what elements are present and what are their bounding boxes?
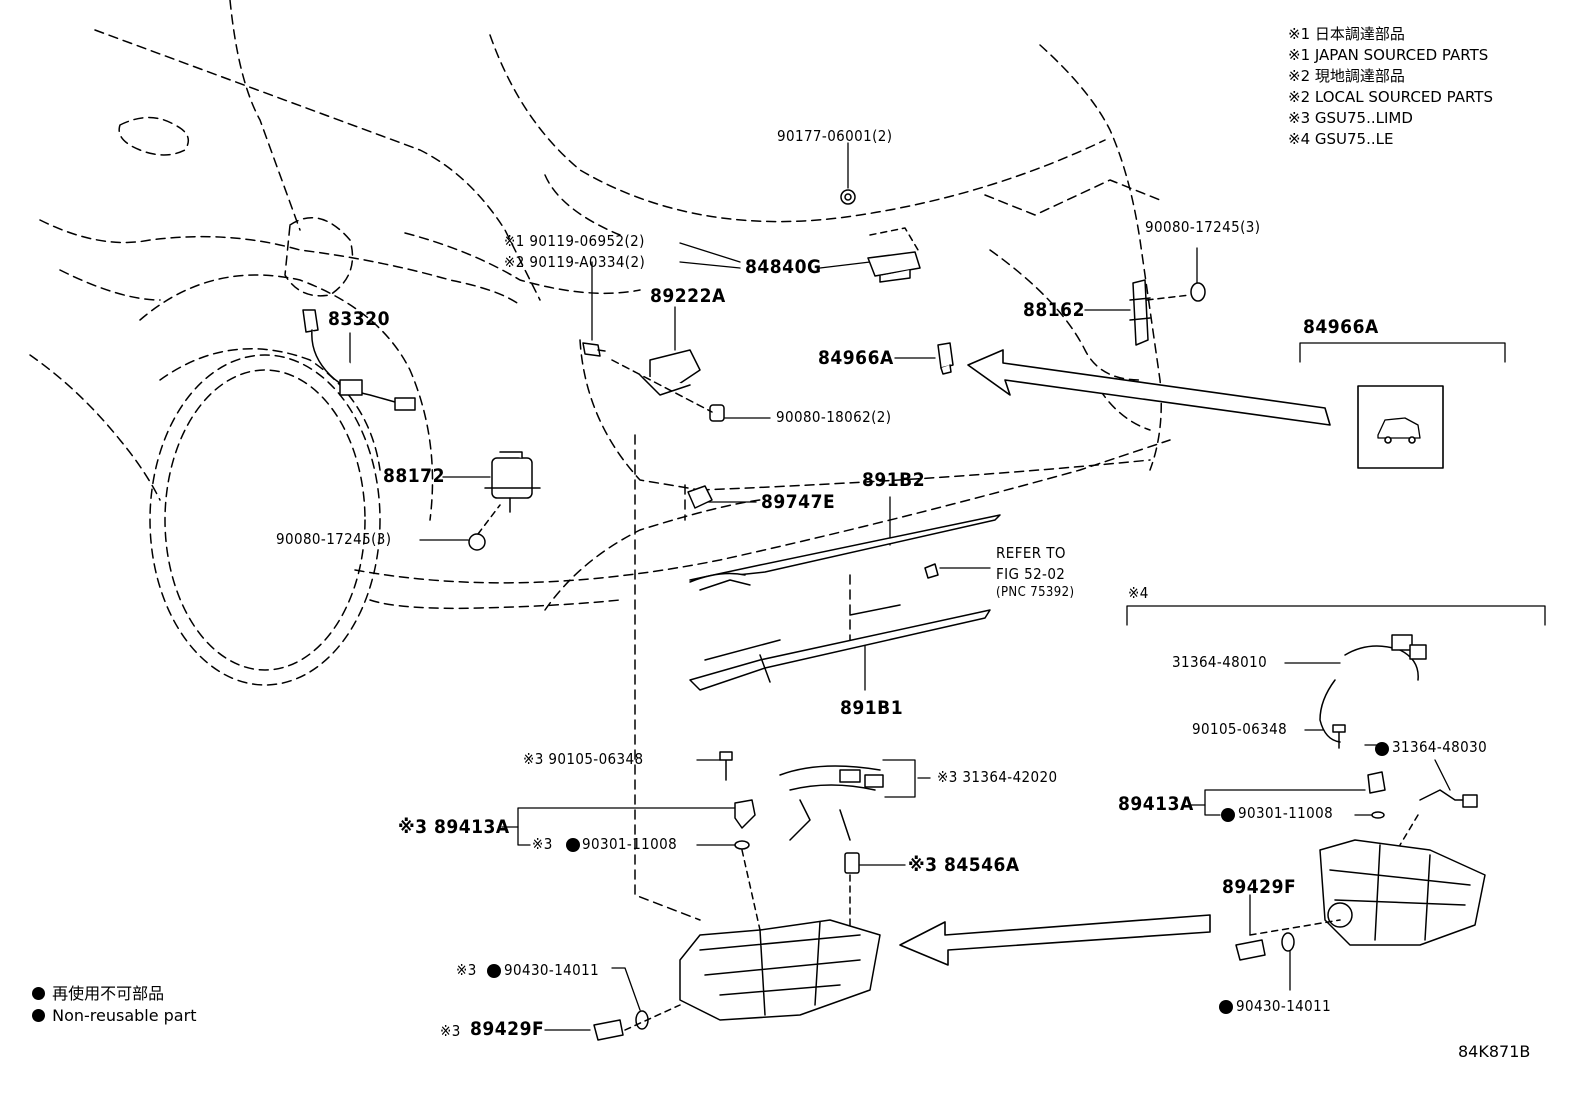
- part-89429F-right[interactable]: 89429F: [1222, 876, 1297, 898]
- part-31364-48010[interactable]: 31364-48010: [1172, 653, 1268, 671]
- part-89222A[interactable]: 89222A: [650, 285, 726, 307]
- part-90301-11008-left[interactable]: 90301-11008: [582, 835, 678, 853]
- part-90105-06348-right[interactable]: 90105-06348: [1192, 720, 1288, 738]
- part-83320[interactable]: 83320: [328, 308, 390, 330]
- part-90430-14011-left[interactable]: 90430-14011: [504, 961, 600, 979]
- part-90080-17245-right[interactable]: 90080-17245(3): [1145, 218, 1261, 236]
- pointer-arrows: [899, 349, 1331, 966]
- legend-jp-text: 再使用不可部品: [52, 984, 165, 1003]
- part-90119-A0334[interactable]: ※2 90119-A0334(2): [504, 253, 646, 271]
- footnote-1-jp: ※1 日本調達部品: [1288, 25, 1405, 43]
- note-mark-3-c: ※3: [440, 1019, 461, 1041]
- part-90105-06348-left[interactable]: ※3 90105-06348: [523, 750, 644, 768]
- vehicle-outline: [29, 0, 1171, 921]
- note-mark-3-c-text: ※3: [440, 1022, 461, 1040]
- note-mark-3-a: ※3: [532, 835, 553, 853]
- refer-line-3: (PNC 75392): [996, 585, 1075, 600]
- part-84840G[interactable]: 84840G: [745, 256, 822, 278]
- part-88162[interactable]: 88162: [1023, 299, 1085, 321]
- refer-line-2[interactable]: FIG 52-02: [996, 565, 1066, 583]
- part-90430-14011-right[interactable]: 90430-14011: [1236, 997, 1332, 1015]
- dot-icon: [32, 1009, 45, 1022]
- part-31364-48030[interactable]: 31364-48030: [1392, 738, 1488, 756]
- part-891B1[interactable]: 891B1: [840, 697, 904, 719]
- refer-line-1: REFER TO: [996, 544, 1066, 562]
- part-89429F-left[interactable]: 89429F: [470, 1018, 545, 1040]
- part-90301-11008-right[interactable]: 90301-11008: [1238, 804, 1334, 822]
- footnote-1-en: ※1 JAPAN SOURCED PARTS: [1288, 46, 1489, 64]
- part-84966A-box[interactable]: 84966A: [1303, 316, 1379, 338]
- footnote-3: ※3 GSU75..LIMD: [1288, 109, 1413, 127]
- non-reusable-dots: [487, 742, 1389, 1014]
- part-90080-18062[interactable]: 90080-18062(2): [776, 408, 892, 426]
- part-891B2[interactable]: 891B2: [862, 469, 926, 491]
- part-89747E[interactable]: 89747E: [761, 491, 836, 513]
- part-84966A[interactable]: 84966A: [818, 347, 894, 369]
- part-84546A[interactable]: ※3 84546A: [908, 854, 1020, 876]
- switch-symbol-box: [1357, 385, 1444, 469]
- note-mark-4: ※4: [1128, 584, 1149, 602]
- legend-en-text: Non-reusable part: [52, 1006, 197, 1025]
- part-90080-17245-left[interactable]: 90080-17245(3): [276, 530, 392, 548]
- part-89413A-left[interactable]: ※3 89413A: [398, 816, 510, 838]
- part-89413A-right[interactable]: 89413A: [1118, 793, 1194, 815]
- footnote-4: ※4 GSU75..LE: [1288, 130, 1394, 148]
- part-90177-06001[interactable]: 90177-06001(2): [777, 127, 893, 145]
- leader-lines: [349, 142, 1546, 1031]
- footnote-2-en: ※2 LOCAL SOURCED PARTS: [1288, 88, 1493, 106]
- part-sketches: [302, 189, 1486, 1041]
- part-88172[interactable]: 88172: [383, 465, 445, 487]
- legend-jp: 再使用不可部品: [32, 980, 164, 1004]
- diagram-id: 84K871B: [1458, 1042, 1531, 1061]
- dot-icon: [32, 987, 45, 1000]
- part-90119-06952[interactable]: ※1 90119-06952(2): [504, 232, 645, 250]
- footnote-list: ※1 日本調達部品 ※1 JAPAN SOURCED PARTS ※2 現地調達…: [1288, 24, 1493, 150]
- footnote-2-jp: ※2 現地調達部品: [1288, 67, 1405, 85]
- note-mark-3-b: ※3: [456, 961, 477, 979]
- legend-en: Non-reusable part: [32, 1006, 196, 1025]
- part-31364-42020[interactable]: ※3 31364-42020: [937, 768, 1058, 786]
